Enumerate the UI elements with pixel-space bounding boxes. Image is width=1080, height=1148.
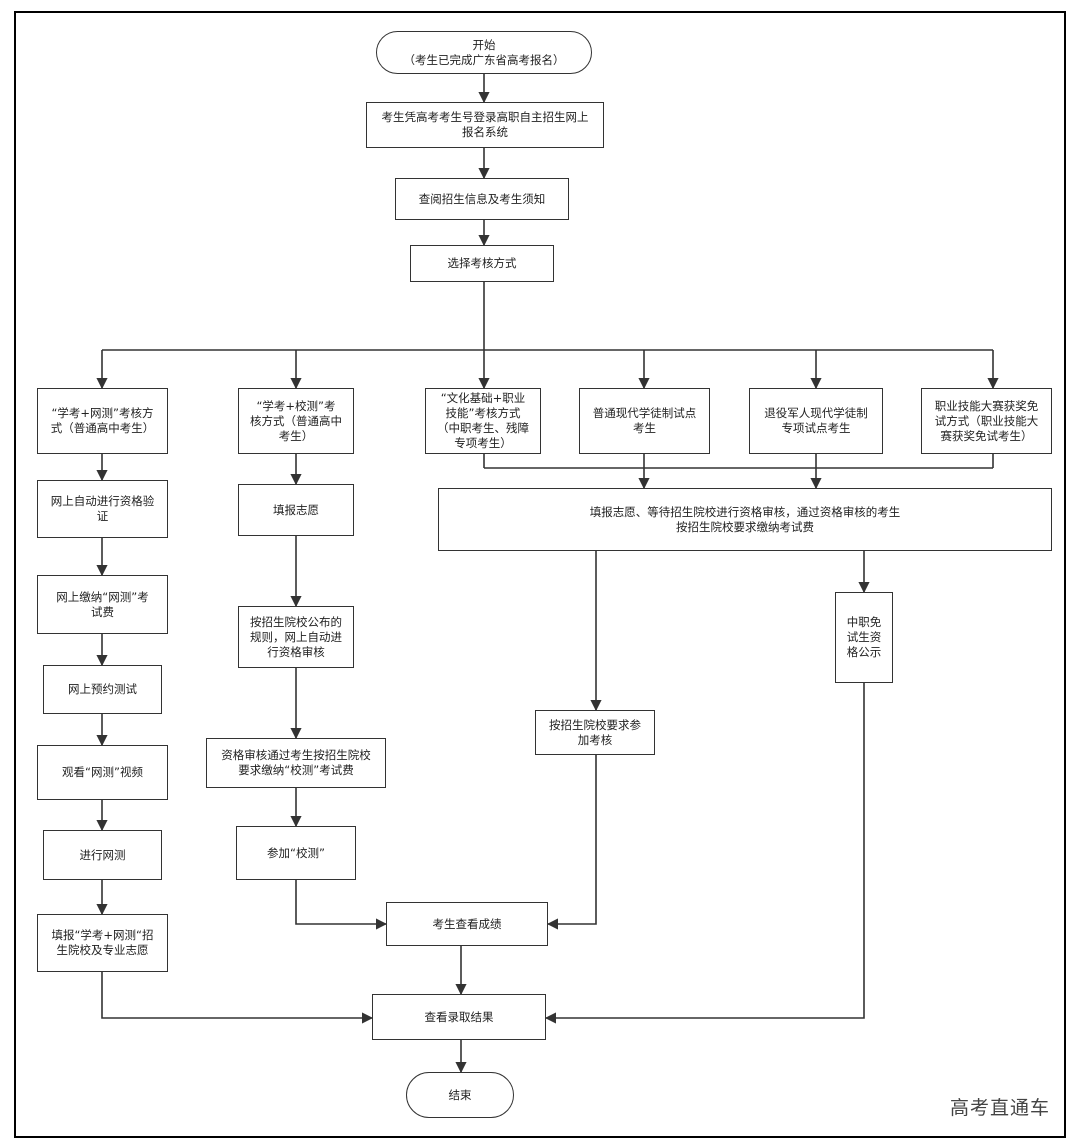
login-node: 考生凭高考考生号登录高职自主招生网上 报名系统: [366, 102, 604, 148]
method-xiandai-node: 普通现代学徒制试点 考生: [579, 388, 710, 454]
check-score-node: 考生查看成绩: [386, 902, 548, 946]
auto-verify-label: 网上自动进行资格验 证: [50, 494, 155, 523]
do-wangce-label: 进行网测: [79, 847, 126, 862]
start-label: 开始 （考生已完成广东省高考报名）: [403, 37, 565, 67]
method-xuekao-xiaoce-node: “学考+校测”考 核方式（普通高中 考生）: [238, 388, 354, 454]
watch-video-node: 观看“网测”视频: [37, 745, 168, 800]
method-tuiyi-label: 退役军人现代学徒制 专项试点考生: [764, 406, 868, 435]
review-info-node: 查阅招生信息及考生须知: [395, 178, 569, 220]
method-wenhua-node: “文化基础+职业 技能”考核方式 （中职考生、残障 专项考生）: [425, 388, 541, 454]
pay-xiaoce-node: 资格审核通过考生按招生院校 要求缴纳“校测”考试费: [206, 738, 386, 788]
method-xiandai-label: 普通现代学徒制试点 考生: [592, 406, 697, 435]
auto-review-node: 按招生院校公布的 规则，网上自动进 行资格审核: [238, 606, 354, 668]
method-jineng-node: 职业技能大赛获奖免 试方式（职业技能大 赛获奖免试考生）: [921, 388, 1052, 454]
zhongzhi-publicity-label: 中职免 试生资 格公示: [846, 615, 882, 659]
pay-wangce-label: 网上缴纳“网测”考 试费: [56, 589, 149, 619]
fill-wait-pay-node: 填报志愿、等待招生院校进行资格审核，通过资格审核的考生 按招生院校要求缴纳考试费: [438, 488, 1052, 551]
end-node: 结束: [406, 1072, 514, 1118]
choose-method-label: 选择考核方式: [447, 256, 517, 270]
book-test-label: 网上预约测试: [68, 682, 137, 696]
check-score-label: 考生查看成绩: [432, 916, 502, 931]
zhongzhi-publicity-node: 中职免 试生资 格公示: [835, 592, 893, 683]
method-xuekao-wangce-node: “学考+网测”考核方 式（普通高中考生）: [37, 388, 168, 454]
method-xuekao-wangce-label: “学考+网测”考核方 式（普通高中考生）: [50, 406, 155, 435]
pay-wangce-node: 网上缴纳“网测”考 试费: [37, 575, 168, 634]
login-label: 考生凭高考考生号登录高职自主招生网上 报名系统: [381, 110, 589, 139]
fill-zhiyuan-node: 填报志愿: [238, 484, 354, 536]
diagram-frame: [14, 11, 1066, 1138]
method-jineng-label: 职业技能大赛获奖免 试方式（职业技能大 赛获奖免试考生）: [934, 398, 1039, 443]
auto-verify-node: 网上自动进行资格验 证: [37, 480, 168, 538]
join-xiaoce-label: 参加“校测”: [267, 845, 325, 860]
fill-zhiyuan-label: 填报志愿: [273, 502, 319, 517]
start-node: 开始 （考生已完成广东省高考报名）: [376, 31, 592, 74]
fill-wait-pay-label: 填报志愿、等待招生院校进行资格审核，通过资格审核的考生 按招生院校要求缴纳考试费: [589, 504, 901, 534]
review-info-label: 查阅招生信息及考生须知: [418, 191, 546, 206]
pay-xiaoce-label: 资格审核通过考生按招生院校 要求缴纳“校测”考试费: [221, 748, 371, 777]
end-label: 结束: [448, 1087, 472, 1102]
join-xiaoce-node: 参加“校测”: [236, 826, 356, 880]
check-result-label: 查看录取结果: [424, 1009, 494, 1024]
join-exam-label: 按招生院校要求参 加考核: [549, 717, 641, 747]
join-exam-node: 按招生院校要求参 加考核: [535, 710, 655, 755]
method-xuekao-xiaoce-label: “学考+校测”考 核方式（普通高中 考生）: [250, 398, 342, 443]
choose-method-node: 选择考核方式: [410, 245, 554, 282]
do-wangce-node: 进行网测: [43, 830, 162, 880]
method-tuiyi-node: 退役军人现代学徒制 专项试点考生: [749, 388, 883, 454]
check-result-node: 查看录取结果: [372, 994, 546, 1040]
method-wenhua-label: “文化基础+职业 技能”考核方式 （中职考生、残障 专项考生）: [437, 391, 529, 450]
book-test-node: 网上预约测试: [43, 665, 162, 714]
fill-xuekao-wangce-node: 填报“学考+网测“招 生院校及专业志愿: [37, 914, 168, 972]
watermark-text: 高考直通车: [949, 1097, 1050, 1119]
auto-review-label: 按招生院校公布的 规则，网上自动进 行资格审核: [250, 614, 342, 659]
fill-xuekao-wangce-label: 填报“学考+网测“招 生院校及专业志愿: [51, 928, 154, 957]
watch-video-label: 观看“网测”视频: [62, 765, 143, 779]
